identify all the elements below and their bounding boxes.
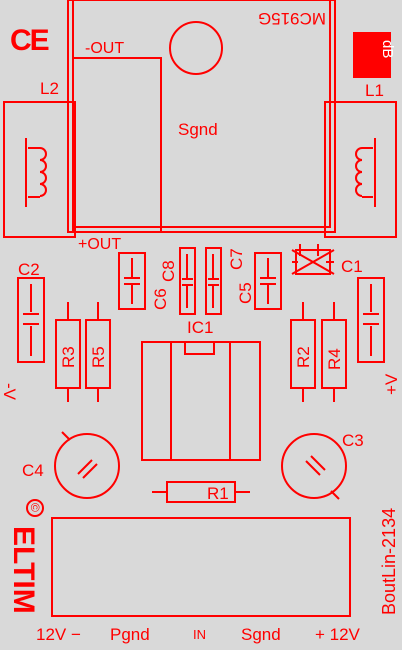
capacitor-c7 (205, 247, 222, 315)
c8-label: C8 (159, 260, 178, 282)
ic1-package (141, 341, 261, 461)
r1-label: R1 (207, 484, 229, 503)
terminal-label-12v-neg: 12V − (36, 625, 81, 644)
pos-out-label: +OUT (78, 236, 121, 253)
crossed-component (291, 244, 335, 275)
r4-label: R4 (325, 348, 344, 370)
c6-label: C6 (151, 288, 170, 310)
board-id: BoutLin-2134 (379, 508, 399, 615)
ce-mark: CE (10, 24, 49, 57)
capacitor-c4 (54, 431, 120, 499)
c4-label: C4 (22, 461, 44, 480)
db-marker (353, 32, 391, 78)
l2-label: L2 (40, 79, 59, 98)
c1-label: C1 (341, 257, 363, 276)
capacitor-c3 (281, 433, 347, 500)
capacitor-c2 (17, 277, 45, 363)
r3-label: R3 (59, 346, 78, 368)
eltim-logo: ELTIM (7, 526, 40, 614)
resistor-r1 (152, 481, 250, 503)
sgnd-label: Sgnd (178, 120, 218, 139)
terminal-label-12v-pos: + 12V (315, 625, 361, 644)
resistor-r5 (85, 302, 111, 402)
copyright-circle (26, 499, 44, 517)
c2-label: C2 (18, 260, 40, 279)
neg-v-label: -V (0, 383, 19, 401)
capacitor-c1 (357, 277, 385, 363)
resistor-r3 (55, 302, 81, 402)
capacitor-c8 (179, 247, 196, 315)
neg-out-label: -OUT (85, 40, 124, 57)
resistor-r4 (321, 302, 347, 402)
resistor-r2 (290, 302, 316, 402)
r5-label: R5 (89, 346, 108, 368)
terminal-label-pgnd: Pgnd (110, 625, 150, 644)
c5-label: C5 (236, 282, 255, 304)
capacitor-c6 (118, 252, 146, 310)
terminal-label-in: IN (193, 627, 206, 642)
l1-label: L1 (365, 81, 384, 100)
capacitor-c5 (254, 252, 282, 310)
terminal-label-sgnd: Sgnd (241, 625, 281, 644)
c3-label: C3 (342, 431, 364, 450)
transformer-core (72, 57, 162, 233)
transformer-part-label: MC915G (258, 9, 326, 28)
db-label: dB (379, 40, 396, 58)
terminal-block (51, 517, 351, 617)
transformer-outline (67, 0, 336, 233)
r2-label: R2 (294, 346, 313, 368)
inductor-l1 (324, 101, 397, 238)
pos-v-label: +V (382, 373, 401, 395)
inductor-l2 (3, 101, 76, 238)
c7-label: C7 (227, 248, 246, 270)
ic1-label: IC1 (187, 318, 213, 337)
terminal-labels: 12V − Pgnd IN Sgnd + 12V (36, 625, 361, 644)
copyright-mark: © (28, 503, 42, 512)
transformer-mount-hole (169, 21, 223, 75)
